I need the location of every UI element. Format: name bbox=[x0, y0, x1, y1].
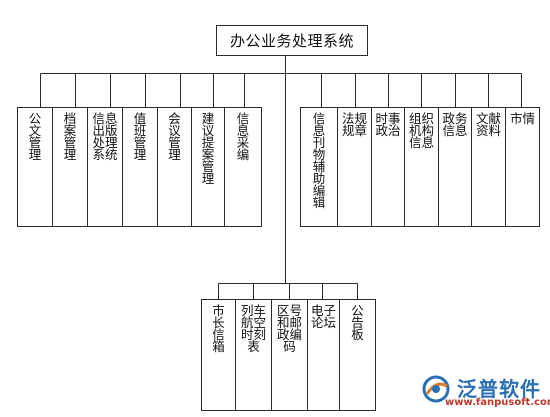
node-mayor-mailbox: 市长信箱 bbox=[201, 299, 236, 411]
fanpu-logo-icon bbox=[422, 375, 450, 403]
node-duty-management: 值班管理 bbox=[122, 107, 158, 227]
node-info-publishing: 信息出版处理系统 bbox=[87, 107, 123, 227]
node-regulations: 法规规章 bbox=[337, 107, 372, 227]
node-label: 档案管理 bbox=[63, 111, 77, 162]
watermark: 泛普软件 www.fanpusoft.com bbox=[421, 370, 550, 412]
node-city-info: 市情 bbox=[505, 107, 540, 227]
node-label: 时事政治 bbox=[375, 111, 401, 138]
node-periodical-editing: 信息刊物辅助编辑 bbox=[300, 107, 338, 227]
node-organization-info: 组织机构信息 bbox=[404, 107, 439, 227]
node-proposal-management: 建议提案管理 bbox=[191, 107, 225, 227]
node-bulletin-board: 公告板 bbox=[339, 299, 376, 411]
node-label: 市长信箱 bbox=[212, 303, 225, 354]
node-archive-management: 档案管理 bbox=[52, 107, 88, 227]
node-e-forum: 电子论坛 bbox=[307, 299, 340, 411]
node-label: 市情 bbox=[509, 111, 535, 126]
node-label: 公文管理 bbox=[28, 111, 42, 162]
node-government-info: 政务信息 bbox=[438, 107, 472, 227]
node-label: 信息刊物辅助编辑 bbox=[312, 111, 326, 210]
root-node: 办公业务处理系统 bbox=[216, 25, 368, 56]
node-label: 列车航空时刻表 bbox=[240, 303, 266, 354]
node-label: 会议管理 bbox=[168, 111, 181, 162]
watermark-url: www.fanpusoft.com bbox=[445, 397, 550, 408]
node-label: 法规规章 bbox=[341, 111, 367, 138]
node-timetable: 列车航空时刻表 bbox=[235, 299, 272, 411]
node-label: 政务信息 bbox=[442, 111, 468, 138]
node-label: 信息采编 bbox=[236, 111, 250, 162]
node-postal-codes: 区号和邮政编码 bbox=[271, 299, 308, 411]
node-label: 电子论坛 bbox=[310, 303, 336, 330]
node-meeting-management: 会议管理 bbox=[157, 107, 192, 227]
node-label: 文献资料 bbox=[475, 111, 501, 138]
node-info-collection: 信息采编 bbox=[224, 107, 262, 227]
node-literature: 文献资料 bbox=[471, 107, 506, 227]
node-current-affairs: 时事政治 bbox=[371, 107, 405, 227]
node-label: 信息出版处理系统 bbox=[92, 111, 118, 162]
node-label: 区号和邮政编码 bbox=[276, 303, 302, 354]
node-label: 建议提案管理 bbox=[201, 111, 215, 186]
node-label: 值班管理 bbox=[133, 111, 147, 162]
root-label: 办公业务处理系统 bbox=[229, 32, 354, 50]
node-label: 公告板 bbox=[351, 303, 364, 342]
node-document-management: 公文管理 bbox=[17, 107, 53, 227]
node-label: 组织机构信息 bbox=[408, 111, 434, 150]
watermark-brand: 泛普软件 bbox=[457, 377, 541, 401]
